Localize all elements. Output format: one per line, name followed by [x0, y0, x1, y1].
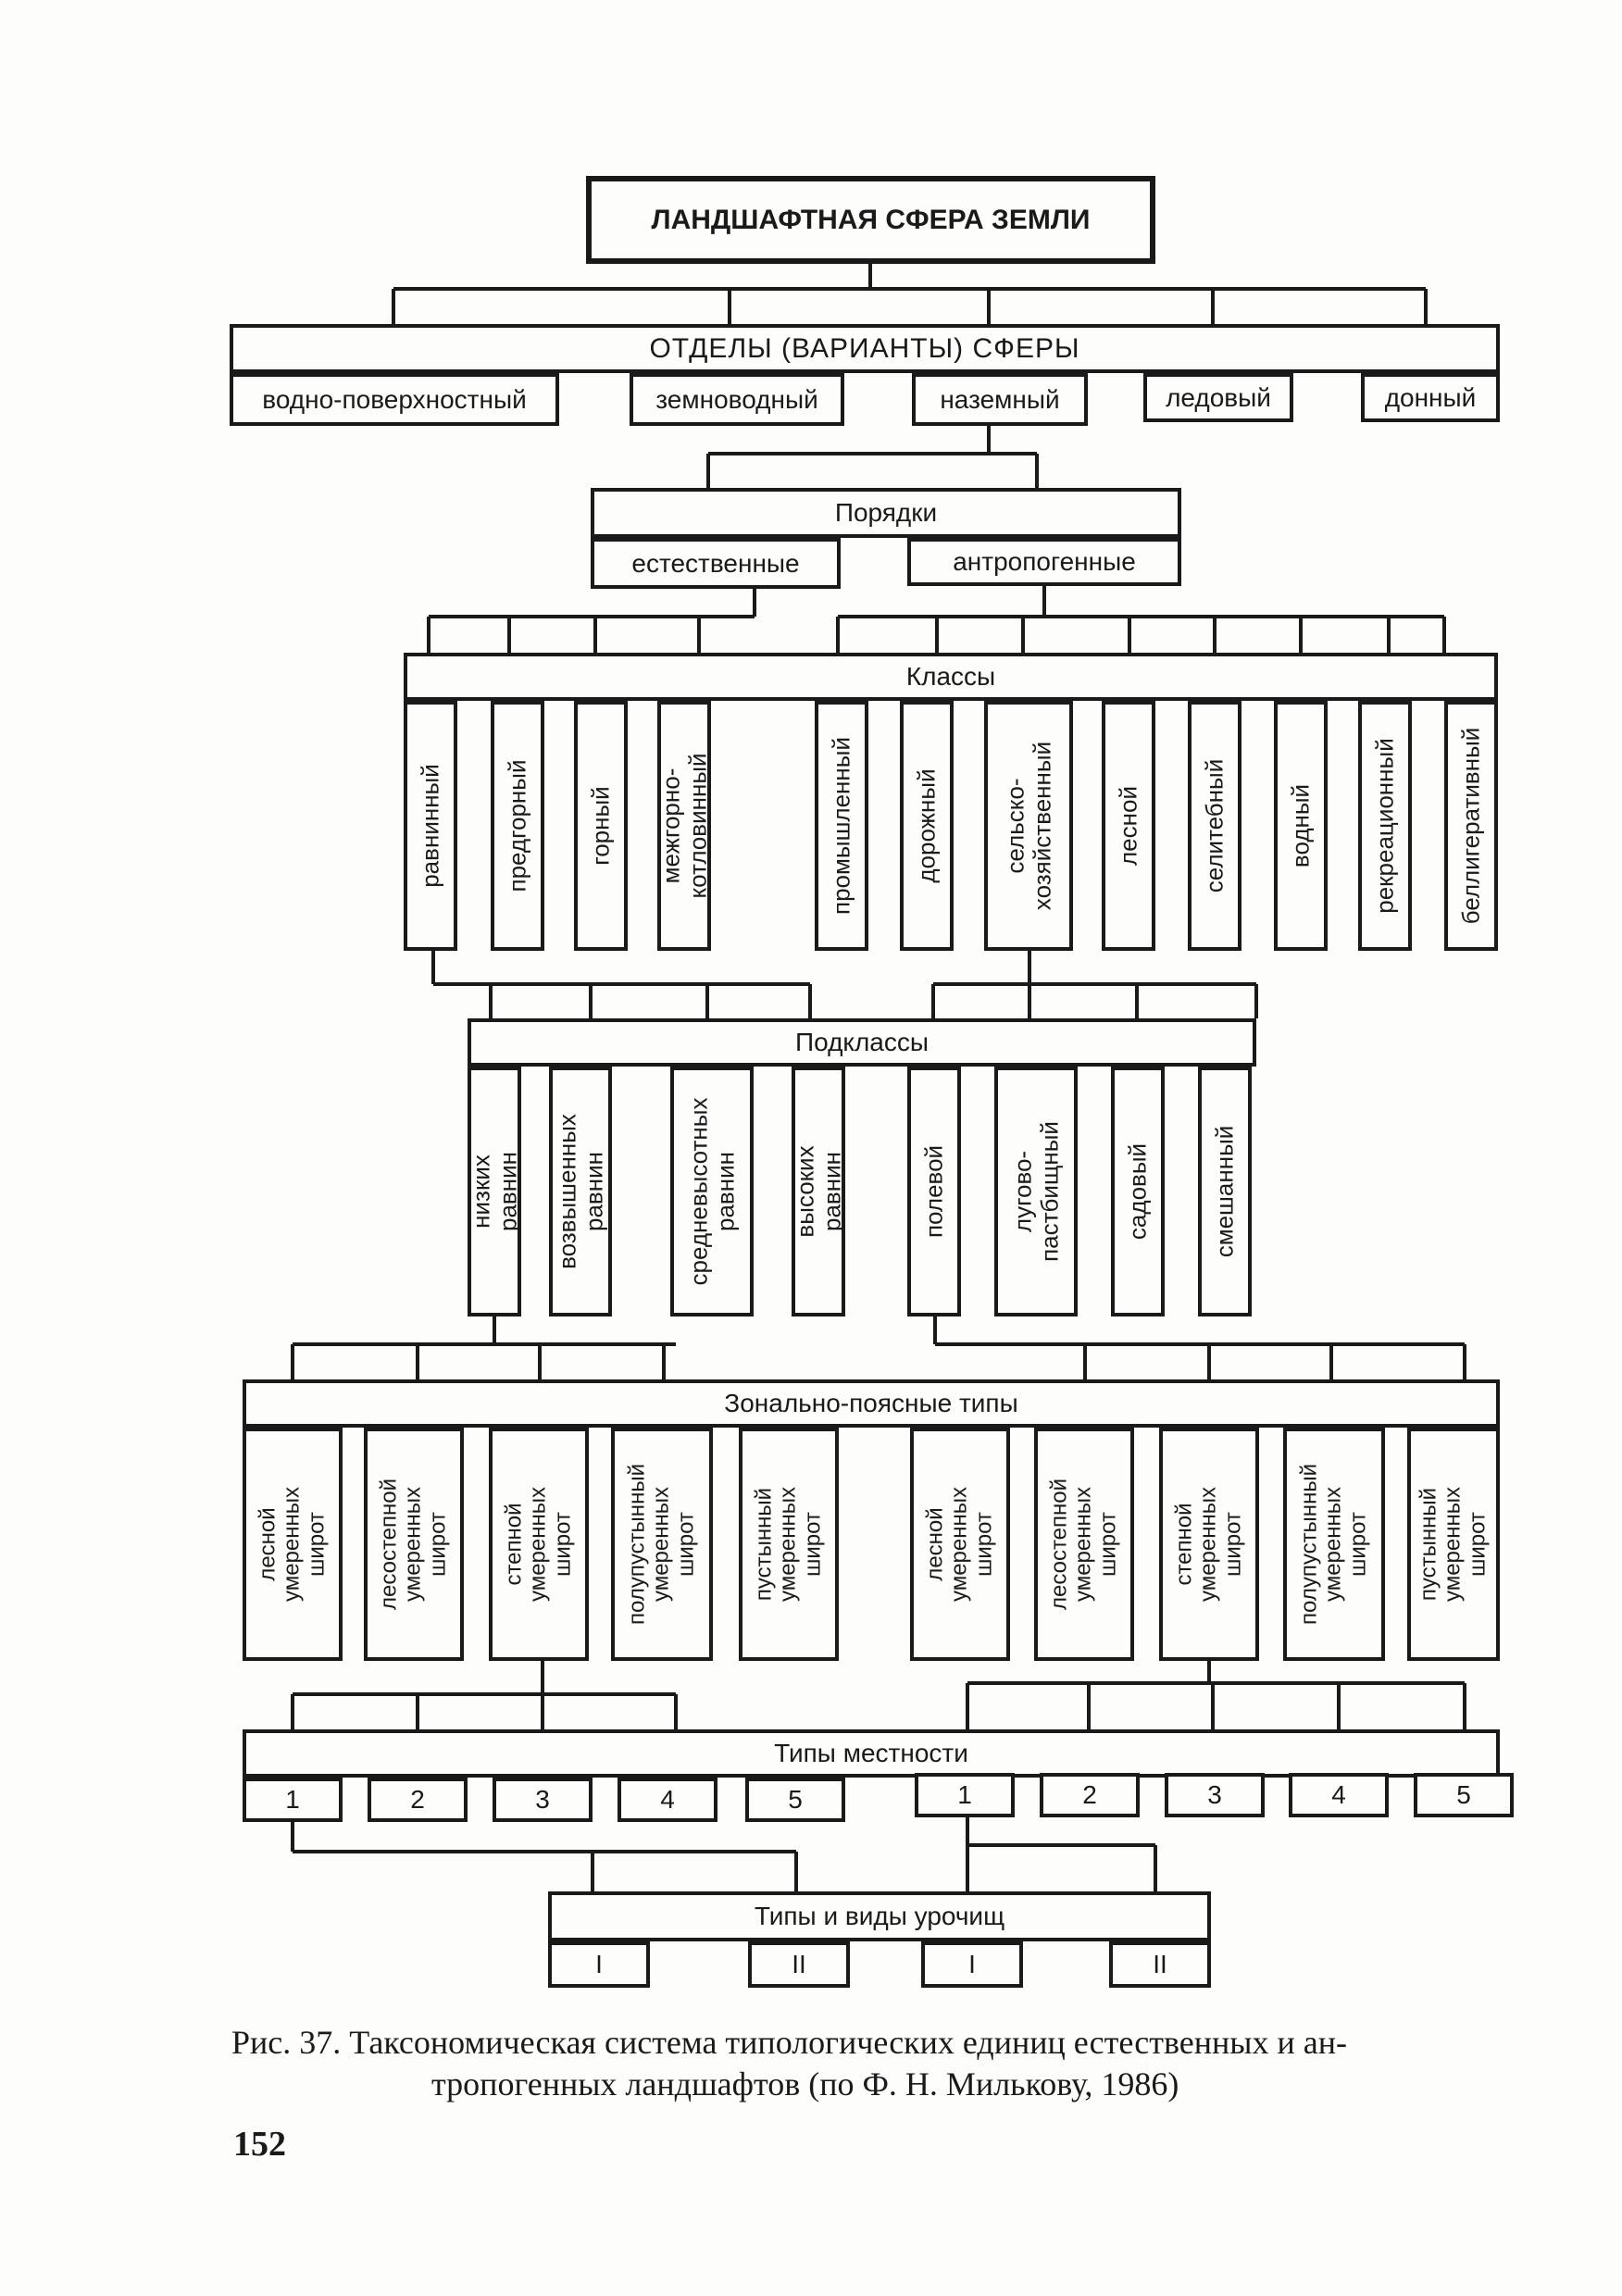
terrain-natural-4: 4	[618, 1778, 717, 1822]
terrain-natural-1: 1	[243, 1778, 343, 1822]
class-anthropogenic-label: лесной	[1114, 786, 1142, 866]
tract-box-2: II	[748, 1941, 850, 1988]
subclass-anthropogenic-3: садовый	[1111, 1067, 1165, 1316]
class-anthropogenic-label: сельско- хозяйственный	[1001, 741, 1055, 911]
class-natural-label: предгорный	[503, 759, 531, 892]
divisions-header: ОТДЕЛЫ (ВАРИАНТЫ) СФЕРЫ	[230, 324, 1500, 373]
subclass-anthropogenic-label: полевой	[919, 1144, 948, 1239]
tract-box-3: I	[921, 1941, 1023, 1988]
figure-caption: Рис. 37. Таксономическая система типолог…	[231, 2022, 1528, 2105]
page-number: 152	[233, 2125, 286, 2164]
tract-box-1: I	[548, 1941, 650, 1988]
zonal-anthropogenic-1: лесной умеренных широт	[910, 1428, 1010, 1661]
zonal-anthropogenic-4: полупустынный умеренных широт	[1283, 1428, 1385, 1661]
class-anthropogenic-label: селитебный	[1200, 758, 1229, 893]
terrain-anthropogenic-5: 5	[1414, 1773, 1514, 1817]
class-natural-4: межгорно- котловинный	[656, 701, 711, 951]
class-natural-3: горный	[574, 701, 628, 951]
zonal-natural-label: лесной умеренных широт	[255, 1486, 330, 1603]
subclass-natural-1: низких равнин	[467, 1067, 521, 1316]
class-natural-label: горный	[586, 786, 615, 866]
order-anthropogenic: антропогенные	[907, 538, 1181, 586]
class-anthropogenic-label: рекреационный	[1370, 738, 1399, 914]
class-anthropogenic-7: рекреационный	[1358, 701, 1412, 951]
caption-line-2: тропогенных ландшафтов (по Ф. Н. Мильков…	[431, 2065, 1179, 2103]
zonal-anthropogenic-2: лесостепной умеренных широт	[1034, 1428, 1134, 1661]
division-bottom: донный	[1361, 373, 1500, 422]
zonal-natural-2: лесостепной умеренных широт	[364, 1428, 464, 1661]
class-natural-1: равнинный	[404, 701, 457, 951]
zonal-natural-label: полупустынный умеренных широт	[624, 1464, 699, 1625]
subclass-natural-label: возвышенных равнин	[553, 1114, 607, 1269]
zonal-anthropogenic-label: лесостепной умеренных широт	[1046, 1478, 1121, 1611]
subclass-anthropogenic-label: лугово- пастбищный	[1008, 1121, 1063, 1262]
connector-lines	[291, 264, 1466, 1891]
subclass-anthropogenic-label: садовый	[1123, 1142, 1152, 1241]
zonal-anthropogenic-label: лесной умеренных широт	[922, 1486, 997, 1603]
class-anthropogenic-label: беллигеративный	[1456, 727, 1485, 925]
tract-box-4: II	[1109, 1941, 1211, 1988]
zonal-natural-label: пустынный умеренных широт	[751, 1486, 826, 1603]
class-anthropogenic-2: дорожный	[900, 701, 954, 951]
terrain-anthropogenic-3: 3	[1165, 1773, 1265, 1817]
terrain-anthropogenic-2: 2	[1040, 1773, 1140, 1817]
division-terrestrial: наземный	[912, 373, 1088, 426]
zonal-types-header: Зонально-поясные типы	[243, 1379, 1500, 1428]
tracts-header: Типы и виды урочищ	[548, 1891, 1211, 1941]
subclass-natural-3: средневысотных равнин	[670, 1067, 754, 1316]
class-anthropogenic-6: водный	[1274, 701, 1328, 951]
class-anthropogenic-label: промышленный	[827, 737, 855, 915]
zonal-natural-label: лесостепной умеренных широт	[376, 1478, 451, 1611]
class-natural-label: межгорно- котловинный	[656, 753, 711, 899]
terrain-natural-2: 2	[368, 1778, 468, 1822]
subclass-natural-label: высоких равнин	[791, 1145, 845, 1238]
class-anthropogenic-5: селитебный	[1188, 701, 1241, 951]
terrain-anthropogenic-4: 4	[1289, 1773, 1389, 1817]
terrain-types-header: Типы местности	[243, 1729, 1500, 1778]
root-title: ЛАНДШАФТНАЯ СФЕРА ЗЕМЛИ	[651, 204, 1091, 235]
subclass-anthropogenic-label: смешанный	[1210, 1125, 1239, 1258]
division-ice: ледовый	[1143, 373, 1293, 422]
subclass-natural-4: высоких равнин	[791, 1067, 845, 1316]
zonal-anthropogenic-5: пустынный умеренных широт	[1407, 1428, 1500, 1661]
zonal-natural-3: степной умеренных широт	[489, 1428, 589, 1661]
subclass-natural-label: средневысотных равнин	[684, 1097, 739, 1286]
classes-header: Классы	[404, 653, 1498, 701]
terrain-natural-3: 3	[493, 1778, 593, 1822]
zonal-anthropogenic-label: степной умеренных широт	[1171, 1486, 1246, 1603]
class-anthropogenic-8: беллигеративный	[1444, 701, 1498, 951]
division-water-surface: водно-поверхностный	[230, 373, 559, 426]
subclass-natural-2: возвышенных равнин	[549, 1067, 612, 1316]
subclass-natural-label: низких равнин	[467, 1152, 521, 1231]
class-anthropogenic-label: водный	[1286, 783, 1315, 868]
class-natural-2: предгорный	[491, 701, 544, 951]
division-amphibious: земноводный	[630, 373, 844, 426]
class-anthropogenic-4: лесной	[1102, 701, 1155, 951]
orders-header: Порядки	[591, 488, 1181, 538]
zonal-anthropogenic-3: степной умеренных широт	[1159, 1428, 1259, 1661]
class-anthropogenic-1: промышленный	[815, 701, 868, 951]
zonal-natural-4: полупустынный умеренных широт	[611, 1428, 713, 1661]
zonal-natural-label: степной умеренных широт	[501, 1486, 576, 1603]
zonal-anthropogenic-label: пустынный умеренных широт	[1416, 1486, 1491, 1603]
zonal-anthropogenic-label: полупустынный умеренных широт	[1296, 1464, 1371, 1625]
terrain-anthropogenic-1: 1	[915, 1773, 1015, 1817]
class-natural-label: равнинный	[416, 764, 444, 888]
class-anthropogenic-3: сельско- хозяйственный	[984, 701, 1073, 951]
zonal-natural-1: лесной умеренных широт	[243, 1428, 343, 1661]
root-box: ЛАНДШАФТНАЯ СФЕРА ЗЕМЛИ	[586, 176, 1155, 264]
subclass-anthropogenic-1: полевой	[907, 1067, 961, 1316]
class-anthropogenic-label: дорожный	[912, 768, 941, 883]
zonal-natural-5: пустынный умеренных широт	[739, 1428, 839, 1661]
subclass-anthropogenic-4: смешанный	[1198, 1067, 1252, 1316]
subclasses-header: Подклассы	[468, 1018, 1256, 1067]
terrain-natural-5: 5	[745, 1778, 845, 1822]
subclass-anthropogenic-2: лугово- пастбищный	[994, 1067, 1078, 1316]
caption-line-1: Рис. 37. Таксономическая система типолог…	[231, 2024, 1347, 2061]
order-natural: естественные	[591, 538, 841, 589]
